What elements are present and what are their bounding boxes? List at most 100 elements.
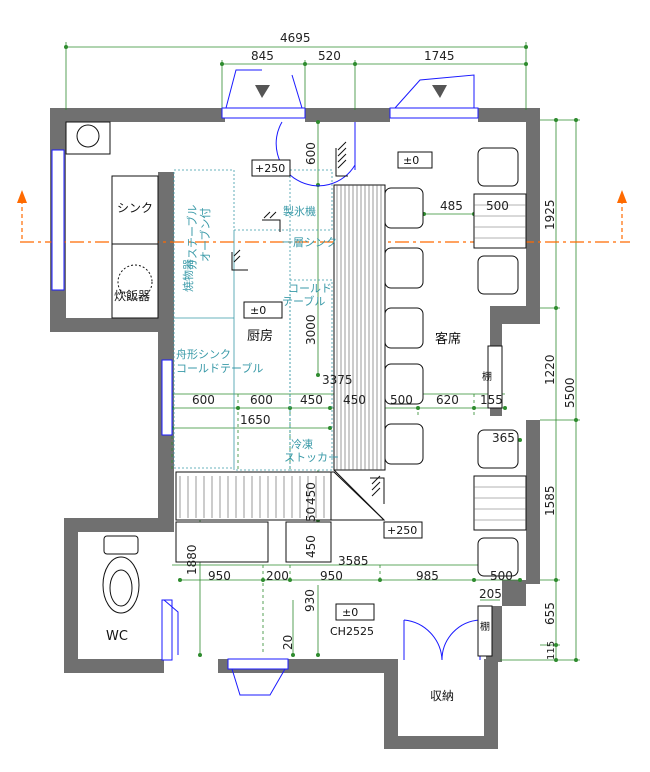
table-hatch [474, 204, 526, 521]
dim-vertical-50: 50 [304, 507, 318, 522]
stool [384, 363, 424, 405]
lower-counter [175, 471, 332, 521]
dim-right-1925: 1925 [543, 199, 557, 230]
dim-1880: 1880 [185, 544, 199, 575]
side-door-leaf [394, 74, 475, 109]
wall-right-middle [526, 420, 540, 584]
dim-right-115: 115 [546, 641, 557, 660]
wall-kitchen-bottom [50, 318, 172, 332]
level-marker-5: ±0 [342, 606, 358, 619]
storage-door-arc-left [403, 619, 443, 661]
dim-row-600b: 600 [250, 393, 273, 407]
chair [477, 255, 519, 295]
doors [51, 69, 481, 696]
room-label-storage: 収納 [430, 689, 454, 703]
wall-wc-top [64, 518, 174, 532]
hand-sink [65, 121, 111, 155]
level-marker-boxes [243, 151, 433, 621]
fixture-oven: オーブン付 [198, 208, 212, 262]
dim-20: 20 [281, 635, 295, 650]
fixture-shelf-1: 棚 [482, 370, 492, 383]
cold-table-line1: コールド [288, 282, 332, 295]
wall-top-right [478, 108, 540, 122]
kitchen-side-window [161, 359, 173, 436]
dim-1650: 1650 [240, 413, 271, 427]
wall-right-notch [502, 580, 526, 606]
door-swing-arc [275, 121, 356, 187]
section-arrow-right-icon [617, 190, 627, 203]
room-label-seating: 客席 [435, 331, 461, 347]
entrance-door-frame [221, 107, 306, 119]
kitchen-window [51, 149, 65, 291]
dim-row-620: 620 [436, 393, 459, 407]
wall-wc-left [64, 518, 78, 673]
kitchen-dashed-equipment [173, 169, 333, 471]
level-marker-1: +250 [255, 162, 285, 175]
dim-365: 365 [492, 431, 515, 445]
dim-845: 845 [251, 49, 274, 63]
wall-top-left [50, 108, 225, 122]
dim-bottom-950a: 950 [208, 569, 231, 583]
dim-total-width: 4695 [280, 31, 311, 45]
side-door-frame [389, 107, 479, 119]
storage-door-arc-right [441, 619, 481, 661]
dim-1745: 1745 [424, 49, 455, 63]
dim-row-600a: 600 [192, 393, 215, 407]
wall-right-step [490, 306, 540, 324]
dim-vertical-450b: 450 [304, 535, 318, 558]
stools [384, 187, 424, 465]
rice-cooker-icon [117, 264, 153, 300]
dim-bottom-500: 500 [490, 569, 513, 583]
dim-row-500: 500 [390, 393, 413, 407]
fixture-grill: 焼物器 [181, 259, 195, 292]
fixture-rice-cooker: 炊飯器 [114, 288, 150, 303]
dim-3375: 3375 [322, 373, 353, 387]
room-label-wc: WC [106, 629, 128, 644]
fixture-boat-sink: 舟形シンク コールドテーブル [176, 347, 263, 375]
dim-bottom-985: 985 [416, 569, 439, 583]
dim-right-5500: 5500 [563, 377, 577, 408]
cold-table-line2: テーブル [282, 294, 325, 308]
dim-row-450a: 450 [300, 393, 323, 407]
dim-3000: 3000 [304, 314, 318, 345]
level-marker-4: +250 [387, 524, 417, 537]
wall-storage-right [484, 659, 498, 749]
stool [384, 423, 424, 465]
table [473, 193, 527, 249]
wall-storage-bottom [384, 736, 498, 749]
fixture-gas-table: ガステーブル [185, 205, 199, 270]
wall-storage-left [384, 659, 398, 749]
counter [175, 184, 386, 521]
shelf [477, 605, 493, 657]
table-seats [473, 147, 527, 657]
table [473, 475, 527, 531]
chair [477, 537, 519, 577]
chair [477, 147, 519, 187]
dim-205: 205 [479, 587, 502, 601]
dim-vertical-450a: 450 [304, 482, 318, 505]
fixture-shelf-2: 棚 [480, 620, 490, 633]
dim-3585: 3585 [338, 554, 369, 568]
back-door-frame [227, 658, 289, 670]
shelf [487, 345, 503, 409]
step-markers [231, 141, 385, 504]
fixture-ice-maker: 製氷機 [283, 204, 316, 218]
wc-door-frame [161, 599, 173, 661]
hand-sink-icon [76, 124, 100, 148]
rice-cooker-unit [111, 243, 159, 319]
wall-kitchen-right [158, 172, 174, 522]
toilet-icon [102, 535, 140, 614]
boat-sink-line1: 舟形シンク [176, 347, 231, 361]
dim-row-450b: 450 [343, 393, 366, 407]
wall-right-upper [526, 108, 540, 308]
dim-520: 520 [318, 49, 341, 63]
entrance-arrow-icon [255, 85, 270, 98]
dim-right-655: 655 [543, 602, 557, 625]
fixture-sink: シンク [117, 201, 153, 215]
dim-600-vertical: 600 [304, 142, 318, 165]
fixture-freezer: 冷凍 ストッカー [284, 438, 339, 464]
level-marker-2: ±0 [403, 154, 419, 167]
dim-row-155: 155 [480, 393, 503, 407]
dim-right-1585: 1585 [543, 485, 557, 516]
